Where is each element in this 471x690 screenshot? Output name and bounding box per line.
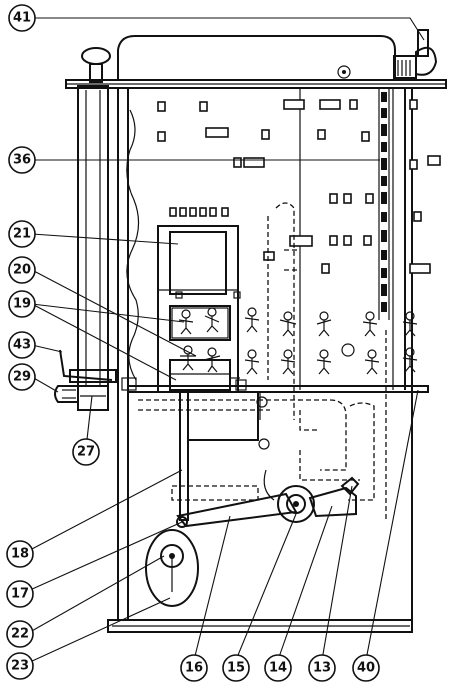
callout-27-text: 27	[77, 445, 95, 460]
left-tube	[54, 47, 117, 411]
chain-column	[378, 88, 390, 320]
callout-40-text: 40	[357, 661, 375, 676]
callout-41-text: 41	[13, 11, 31, 26]
callout-21-text: 21	[13, 227, 31, 242]
figures	[178, 307, 418, 375]
callout-29: 29	[8, 363, 36, 391]
callout-22-text: 22	[11, 627, 29, 642]
callout-23-text: 23	[11, 659, 29, 674]
callout-36-text: 36	[13, 153, 31, 168]
callout-15-text: 15	[227, 661, 245, 676]
callout-18-text: 18	[11, 547, 29, 562]
callout-22: 22	[6, 620, 34, 648]
display-box	[121, 225, 247, 393]
callout-20-text: 20	[13, 263, 31, 278]
callout-36: 36	[8, 146, 36, 174]
callout-43-text: 43	[13, 338, 31, 353]
callouts: 41 36 21 20 19 43 29 27	[6, 4, 380, 682]
callout-13: 13	[308, 654, 336, 682]
callout-43: 43	[8, 331, 36, 359]
callout-13-text: 13	[313, 661, 331, 676]
callout-14: 14	[264, 654, 292, 682]
callout-27: 27	[72, 438, 100, 466]
cabinet	[65, 35, 447, 633]
dashed-linkage	[138, 202, 387, 520]
crank-41	[337, 29, 438, 79]
callout-15: 15	[222, 654, 250, 682]
upper-windows	[157, 99, 441, 274]
wavy-wall	[126, 109, 140, 381]
callout-21: 21	[8, 220, 36, 248]
callout-41: 41	[8, 4, 36, 32]
callout-18: 18	[6, 540, 34, 568]
callout-14-text: 14	[269, 661, 287, 676]
callout-19-text: 19	[13, 297, 31, 312]
callout-20: 20	[8, 256, 36, 284]
leader-lines	[29, 17, 425, 663]
callout-19: 19	[8, 290, 36, 318]
callout-40: 40	[352, 654, 380, 682]
callout-29-text: 29	[13, 370, 31, 385]
lower-mechanism	[145, 391, 360, 607]
callout-17-text: 17	[11, 587, 29, 602]
callout-16-text: 16	[185, 661, 203, 676]
callout-23: 23	[6, 652, 34, 680]
callout-16: 16	[180, 654, 208, 682]
callout-17: 17	[6, 580, 34, 608]
